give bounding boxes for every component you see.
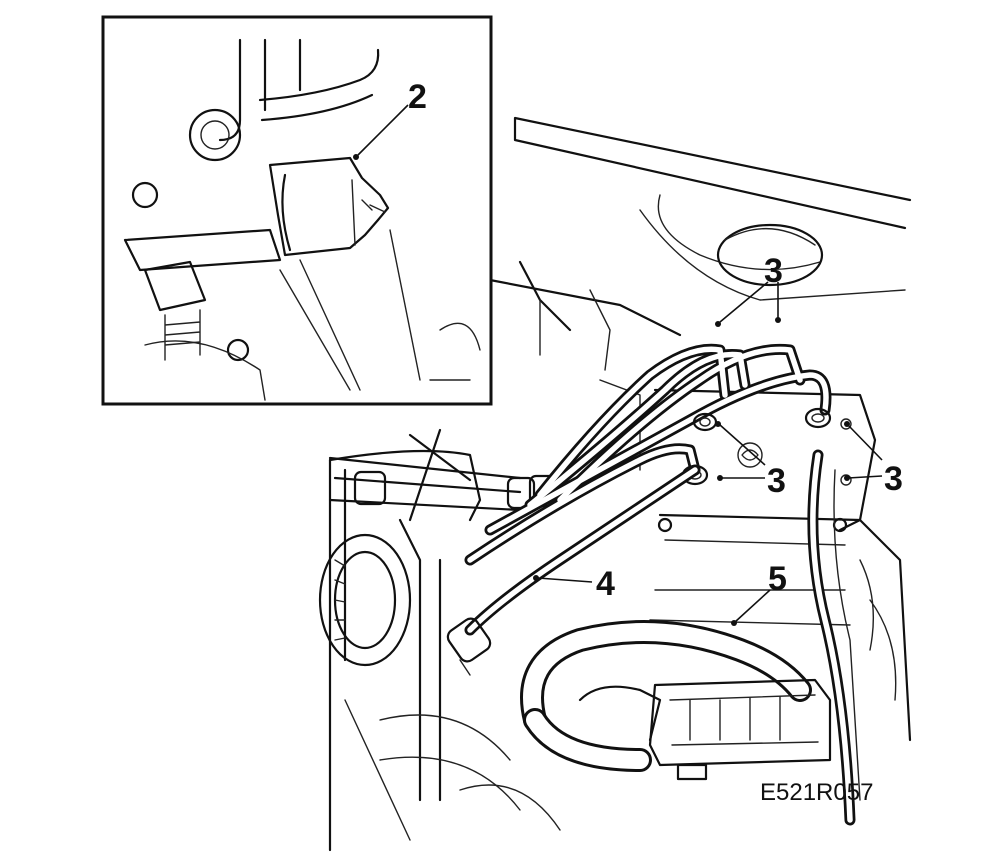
callout-3-middle: 3: [767, 462, 786, 500]
hose-and-connector: [520, 620, 832, 781]
brake-pipes-3: [464, 343, 832, 566]
pipe-4: [446, 464, 701, 676]
callout-3-top: 3: [764, 252, 783, 290]
callout-4: 4: [596, 565, 615, 603]
callout-3-right: 3: [884, 460, 903, 498]
inset-detail: [101, 15, 493, 406]
callout-5: 5: [768, 560, 787, 598]
engine-bay-background: [318, 116, 912, 852]
callout-2: 2: [408, 78, 427, 116]
pipe-5: [807, 449, 861, 826]
figure-code: E521R057: [760, 779, 873, 806]
leader-lines: [353, 104, 883, 626]
